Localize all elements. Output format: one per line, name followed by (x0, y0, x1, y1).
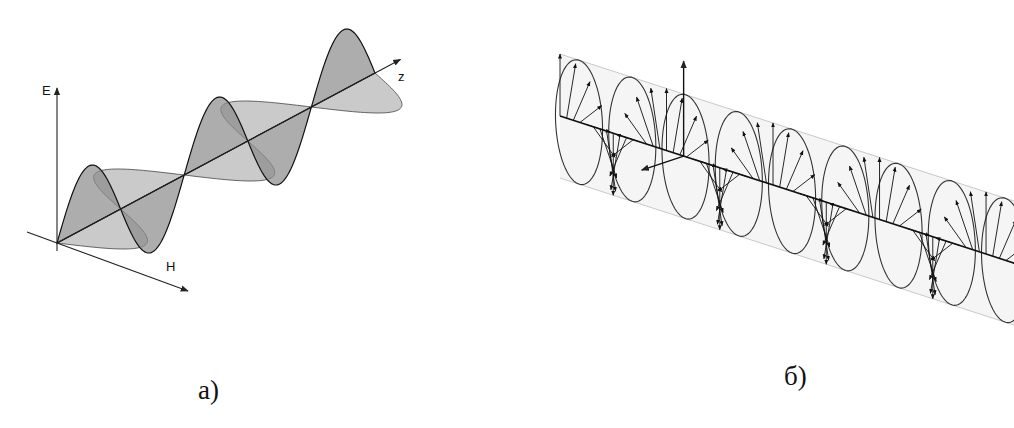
field-vector (680, 116, 697, 155)
e-axis (56, 88, 57, 251)
field-vector (900, 209, 922, 226)
field-vector (580, 106, 602, 123)
h-axis (27, 232, 188, 291)
field-vector (616, 134, 640, 141)
field-vector (716, 172, 733, 211)
field-vector (826, 202, 827, 264)
field-vector (932, 237, 933, 299)
field-vector (850, 166, 867, 215)
field-vector (613, 133, 614, 195)
field-vector (587, 125, 611, 132)
z-axis (57, 59, 400, 243)
field-vector (926, 235, 935, 295)
field-vector (673, 98, 682, 152)
field-vector (573, 82, 590, 121)
ring (822, 146, 869, 271)
field-vector (666, 88, 667, 150)
field-vector (780, 133, 789, 187)
axis-label: z (396, 70, 407, 84)
field-vector (651, 88, 660, 148)
field-vector (906, 228, 930, 235)
electric-wave (57, 29, 375, 253)
field-vector (993, 202, 1002, 256)
field-vector (773, 123, 774, 185)
panel-label: б) (782, 362, 809, 392)
field-vector (757, 123, 766, 183)
field-vector (637, 97, 654, 146)
field-vector (723, 169, 747, 176)
ring (715, 111, 762, 236)
field-vector (713, 166, 722, 226)
field-vector (786, 151, 803, 190)
field-vector (743, 132, 760, 181)
axis-label: H (164, 260, 177, 274)
field-vector (560, 54, 561, 116)
field-vector (929, 241, 946, 280)
field-vector (611, 140, 633, 157)
field-vector (879, 157, 880, 219)
linear-wave (27, 29, 402, 291)
cylinder-edge (560, 54, 1014, 202)
panel-label: а) (196, 376, 221, 406)
ring (609, 77, 656, 202)
field-vector (820, 200, 829, 260)
field-vector (893, 185, 910, 224)
field-vector (1006, 244, 1014, 261)
field-vector (823, 207, 840, 246)
field-vector (824, 209, 846, 226)
circular-wave (555, 54, 1014, 326)
field-vector (829, 203, 853, 210)
field-vector (610, 138, 627, 177)
ring (928, 180, 975, 305)
field-vector (718, 174, 740, 191)
field-vector (999, 220, 1014, 259)
cylinder-edge (560, 178, 1014, 326)
field-vector (793, 175, 815, 192)
field-vector (567, 64, 576, 118)
propagation-axis (560, 116, 1014, 267)
field-vector (970, 192, 979, 252)
field-vector (986, 192, 987, 254)
axis-label: E (40, 84, 53, 98)
magnetic-wave (57, 73, 402, 249)
field-vector (886, 167, 895, 221)
field-vector (800, 194, 824, 201)
field-vector (864, 157, 873, 217)
field-vector (686, 140, 708, 157)
field-vector (956, 201, 973, 250)
field-vector (1013, 263, 1014, 270)
field-vector (607, 131, 616, 191)
field-vector (719, 168, 720, 230)
field-vector (693, 159, 717, 166)
field-vector (931, 243, 953, 260)
coordinate-axis (683, 61, 684, 156)
field-vector (936, 238, 960, 245)
coordinate-axis (642, 156, 684, 170)
